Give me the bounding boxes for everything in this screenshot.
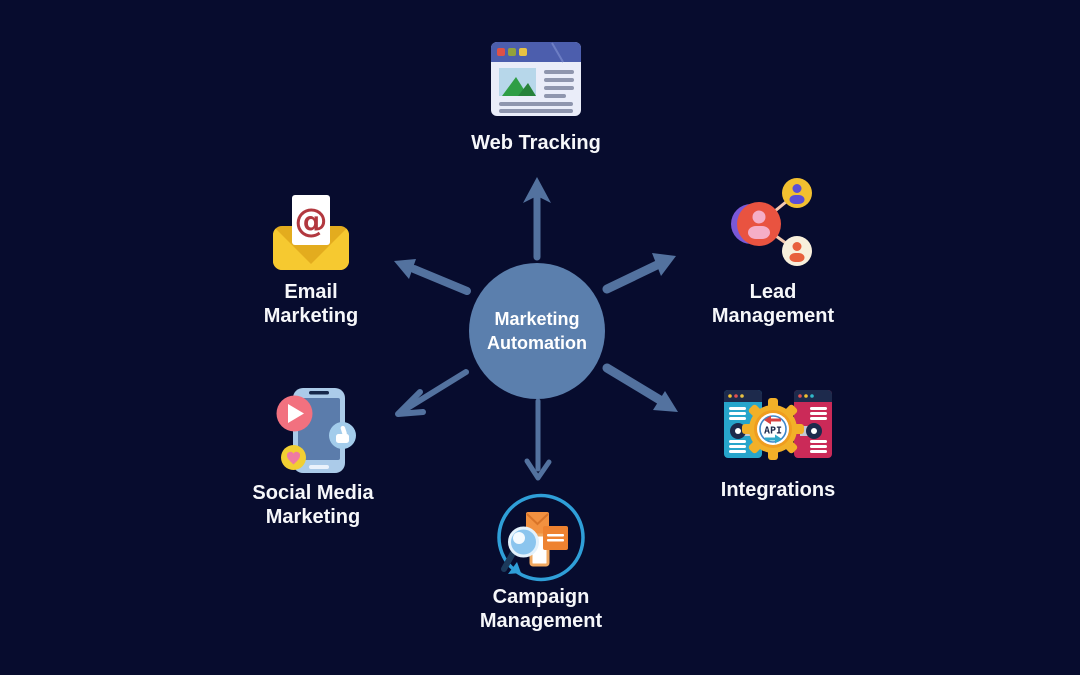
arrow-down — [524, 398, 552, 481]
label-lead-management: Lead Management — [663, 280, 883, 328]
center-topic-bubble: Marketing Automation — [469, 263, 605, 399]
label-line: Management — [711, 305, 835, 327]
campaign-search-cycle-icon — [497, 493, 585, 582]
center-topic-line2: Automation — [487, 333, 587, 353]
label-line: Web Tracking — [471, 132, 601, 154]
api-text: API — [764, 426, 782, 437]
center-topic-line1: Marketing — [494, 308, 580, 329]
connected-people-icon — [731, 178, 812, 266]
label-email-marketing: Email Marketing — [201, 280, 421, 328]
node-lead-management: Lead Management — [663, 176, 883, 328]
label-integrations: Integrations — [668, 478, 888, 502]
label-line: Campaign — [492, 586, 590, 608]
smartphone-social-icon — [276, 388, 356, 473]
label-line: Integrations — [720, 479, 836, 501]
label-line: Marketing — [263, 305, 359, 327]
node-web-tracking: Web Tracking — [426, 41, 646, 155]
label-line: Marketing — [265, 506, 361, 528]
node-campaign-management: Campaign Management — [431, 491, 651, 633]
at-sign-glyph: @ — [295, 201, 328, 240]
label-campaign-management: Campaign Management — [431, 585, 651, 633]
label-line: Social Media — [252, 482, 374, 504]
api-gear-icon: API — [724, 390, 832, 460]
arrow-up — [523, 177, 551, 261]
browser-window-icon — [491, 42, 581, 116]
label-line: Lead — [749, 281, 797, 303]
label-line: Email — [284, 281, 338, 303]
label-web-tracking: Web Tracking — [426, 131, 646, 155]
node-integrations: API Integrations — [668, 385, 888, 502]
label-social-media-marketing: Social Media Marketing — [203, 481, 423, 529]
node-email-marketing: @ Email Marketing — [201, 192, 421, 328]
label-line: Management — [479, 610, 603, 632]
node-social-media-marketing: Social Media Marketing — [203, 379, 423, 529]
email-envelope-icon: @ — [273, 195, 349, 270]
